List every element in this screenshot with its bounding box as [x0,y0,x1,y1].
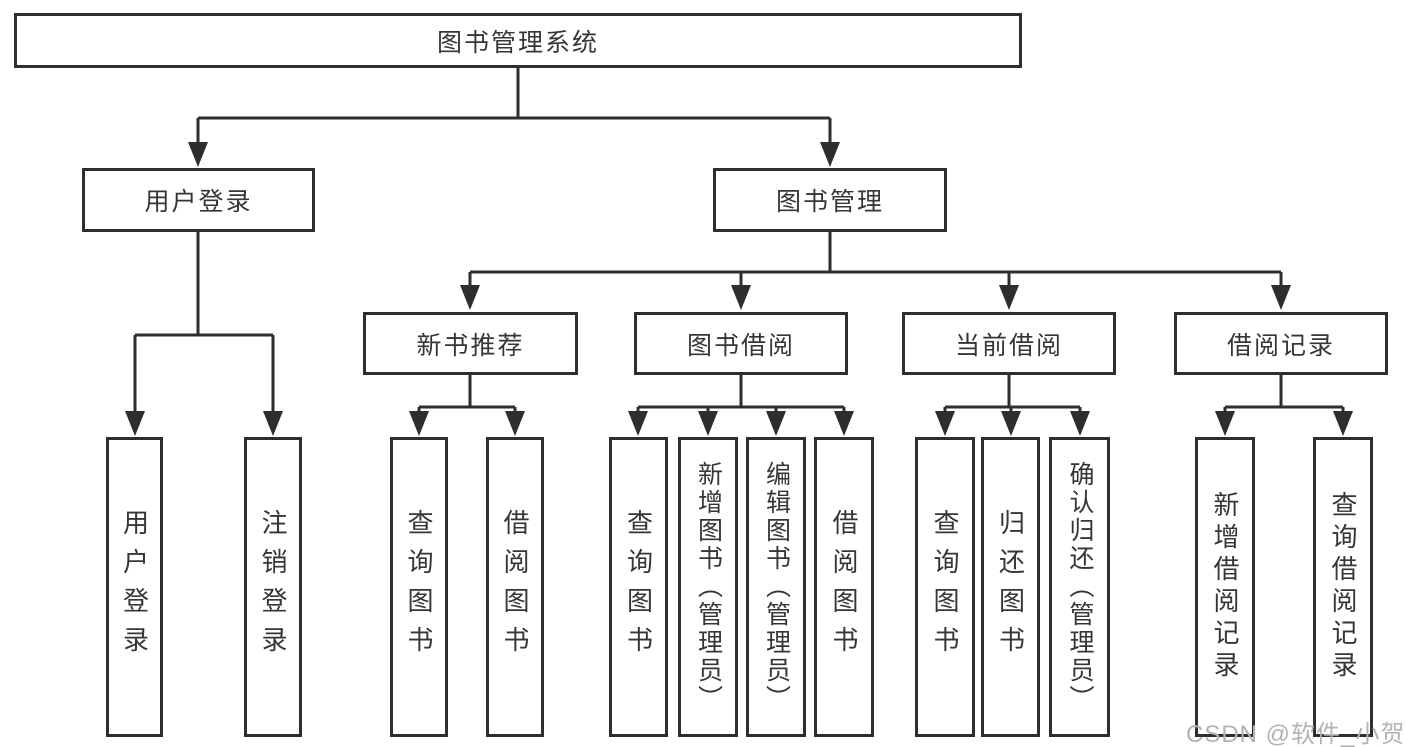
leaf-query-borrow-record: 查询借阅记录 [1313,437,1373,737]
arrowhead-icon [999,285,1019,310]
node-label: 用户登录 [119,509,150,665]
node-label: 新书推荐 [416,331,525,360]
node-label: 图书管理 [775,188,884,216]
arrowhead-icon [1333,411,1353,436]
node-label: 图书借阅 [686,331,795,360]
arrowhead-icon [731,285,751,310]
arrowhead-icon [263,411,283,436]
node-borrow-records: 借阅记录 [1174,312,1388,375]
node-label: 新增图书（管理员） [694,461,723,713]
node-label: 查询图书 [623,509,654,665]
node-label: 编辑图书（管理员） [762,461,791,713]
leaf-return-books: 归还图书 [981,437,1040,737]
node-label: 查询图书 [404,509,434,665]
node-label: 借阅记录 [1226,331,1335,360]
node-new-book-recommend: 新书推荐 [363,312,578,375]
node-label: 借阅图书 [829,509,859,665]
leaf-query-books-borrowing: 查询图书 [609,437,668,737]
arrowhead-icon [698,411,718,436]
leaf-borrow-books: 借阅图书 [814,437,874,737]
leaf-add-books-admin: 新增图书（管理员） [678,437,738,737]
arrowhead-icon [460,285,480,310]
arrowhead-icon [1001,411,1021,436]
leaf-confirm-return-admin: 确认归还（管理员） [1049,437,1110,737]
arrowhead-icon [834,411,854,436]
arrowhead-icon [409,411,429,436]
node-library-management-system: 图书管理系统 [14,13,1022,68]
arrowhead-icon [628,411,648,436]
node-label: 当前借阅 [954,331,1063,360]
arrowhead-icon [505,411,525,436]
node-user-login-group: 用户登录 [82,168,315,232]
leaf-user-login: 用户登录 [106,437,163,737]
arrowhead-icon [1070,411,1090,436]
node-book-borrowing: 图书借阅 [634,312,848,375]
arrowhead-icon [188,142,208,167]
leaf-borrow-books-recommend: 借阅图书 [486,437,544,737]
node-label: 查询借阅记录 [1328,491,1358,683]
node-label: 用户登录 [144,188,253,216]
arrowhead-icon [766,411,786,436]
csdn-watermark: CSDN @软件_小贺同学 [1186,721,1405,747]
arrowhead-icon [1271,285,1291,310]
leaf-query-books-current: 查询图书 [915,437,975,737]
leaf-add-borrow-record: 新增借阅记录 [1195,437,1255,737]
node-label: 图书管理系统 [436,28,599,57]
node-label: 查询图书 [930,509,960,665]
leaf-logout: 注销登录 [244,437,302,737]
arrowhead-icon [820,142,840,167]
node-label: 确认归还（管理员） [1066,461,1094,713]
node-label: 归还图书 [995,509,1026,665]
arrowhead-icon [1215,411,1235,436]
node-label: 注销登录 [258,509,288,665]
node-label: 借阅图书 [500,509,530,665]
leaf-edit-books-admin: 编辑图书（管理员） [746,437,806,737]
arrowhead-icon [935,411,955,436]
arrowhead-icon [125,411,145,436]
node-book-management: 图书管理 [713,168,947,232]
leaf-query-books-recommend: 查询图书 [390,437,448,737]
node-label: 新增借阅记录 [1210,491,1240,683]
node-current-borrowing: 当前借阅 [902,312,1116,375]
